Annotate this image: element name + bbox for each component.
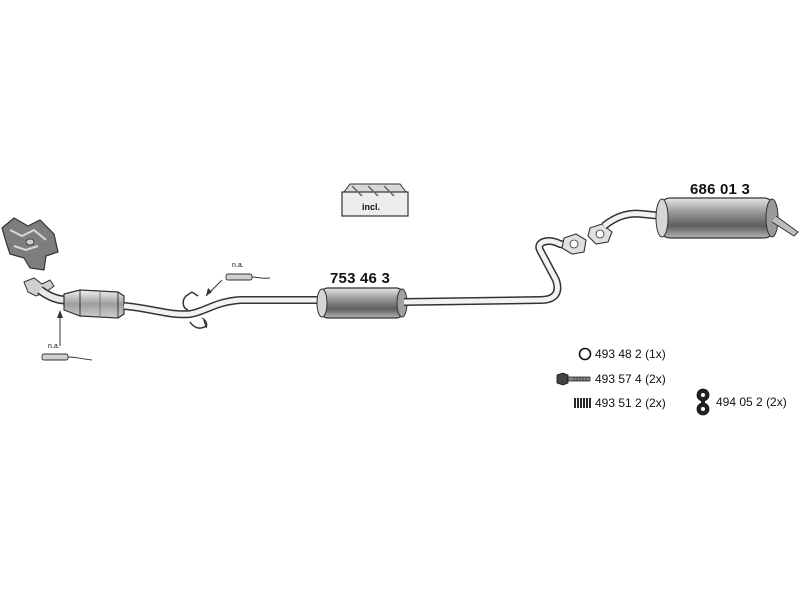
upper-sensor-note: n.a. bbox=[232, 262, 244, 269]
middle-pipe bbox=[403, 237, 573, 306]
accessory-spring: 493 51 2 (2x) bbox=[574, 396, 666, 410]
accessory-code: 493 57 4 bbox=[595, 372, 642, 386]
pipe-clamp bbox=[182, 291, 208, 329]
upper-lambda-sensor bbox=[205, 273, 271, 297]
down-pipe bbox=[23, 277, 67, 305]
bolt-icon bbox=[556, 372, 592, 386]
accessory-qty: (1x) bbox=[645, 347, 666, 361]
accessory-qty: (2x) bbox=[766, 395, 787, 409]
accessory-qty: (2x) bbox=[645, 372, 666, 386]
lower-sensor-note: n.a. bbox=[48, 343, 60, 350]
accessory-rubber-hanger: 494 05 2 (2x) bbox=[693, 388, 787, 416]
rubber-hanger-icon bbox=[693, 388, 713, 416]
mounting-kit-label: incl. bbox=[362, 202, 381, 212]
catalytic-converter bbox=[63, 289, 125, 319]
rear-muffler-part-number: 686 01 3 bbox=[690, 181, 750, 198]
rear-muffler bbox=[655, 197, 799, 239]
exhaust-manifold bbox=[1, 217, 59, 271]
rear-flange bbox=[587, 223, 613, 245]
accessory-ring-gasket: 493 48 2 (1x) bbox=[578, 347, 666, 361]
front-muffler-part-number: 753 46 3 bbox=[330, 270, 390, 287]
mounting-kit-box bbox=[341, 183, 409, 217]
front-muffler bbox=[316, 287, 408, 319]
lower-lambda-sensor bbox=[41, 310, 93, 361]
rear-inlet-pipe bbox=[601, 209, 663, 230]
spring-icon bbox=[574, 396, 592, 410]
accessory-code: 494 05 2 bbox=[716, 395, 763, 409]
accessory-qty: (2x) bbox=[645, 396, 666, 410]
accessory-bolt: 493 57 4 (2x) bbox=[556, 372, 666, 386]
accessory-code: 493 48 2 bbox=[595, 347, 642, 361]
intermediate-pipe bbox=[123, 296, 322, 319]
ring-gasket-icon bbox=[578, 347, 592, 361]
accessory-code: 493 51 2 bbox=[595, 396, 642, 410]
middle-flange bbox=[561, 233, 587, 255]
